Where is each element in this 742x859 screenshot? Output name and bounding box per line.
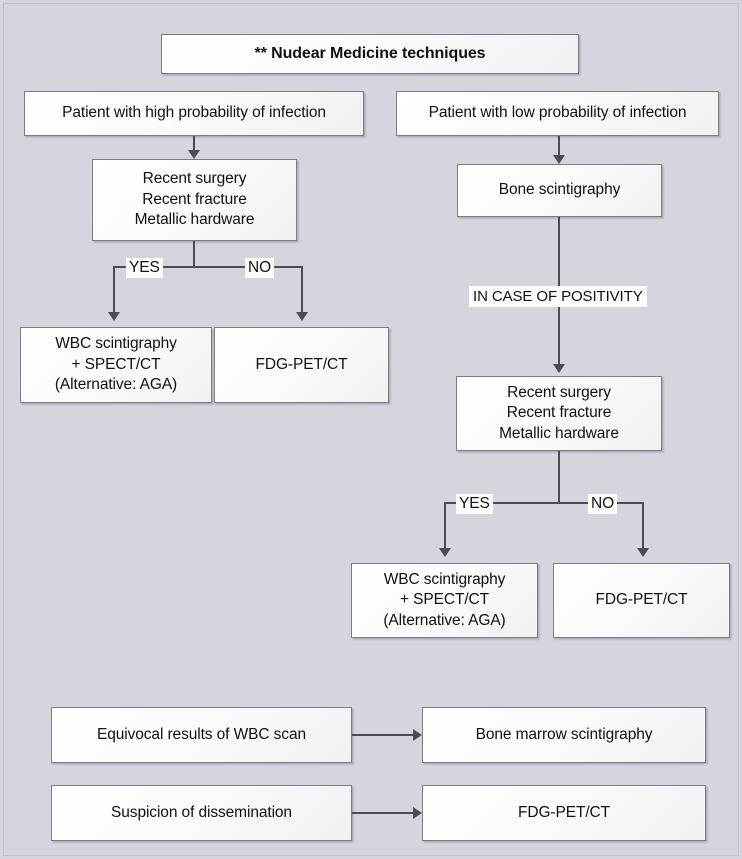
arrowhead-yes-right [439,548,451,557]
arrowhead-suspicion-to-fdg-pet-ct [413,807,422,819]
arrowhead-no-left [296,312,308,321]
edge-label-yes-right: YES [456,494,493,514]
connector-yes-right-leg [444,502,446,552]
connector-high-prob-to-risk [193,136,195,155]
node-title-nuclear-medicine-techniques: ** Nudear Medicine techniques [161,34,579,74]
connector-risk-right-stem [558,451,560,503]
node-equivocal-results-wbc-scan: Equivocal results of WBC scan [51,707,352,763]
arrowhead-no-right [637,548,649,557]
connector-risk-left-stem [193,241,195,267]
node-bone-marrow-scintigraphy: Bone marrow scintigraphy [422,707,706,763]
arrowhead-equivocal-to-bone-marrow [413,729,422,741]
connector-no-right-leg [642,502,644,552]
arrowhead-low-prob-to-bone-scintigraphy [553,155,565,164]
node-patient-high-probability: Patient with high probability of infecti… [24,91,364,136]
connector-risk-left-split [113,266,303,268]
node-suspicion-of-dissemination: Suspicion of dissemination [51,785,352,841]
connector-equivocal-to-bone-marrow [352,734,420,736]
connector-suspicion-to-fdg-pet-ct [352,812,420,814]
node-fdg-pet-ct-bottom: FDG-PET/CT [422,785,706,841]
arrowhead-yes-left [108,312,120,321]
connector-no-left-leg [301,266,303,316]
node-patient-low-probability: Patient with low probability of infectio… [396,91,719,136]
edge-label-no-left: NO [245,258,275,278]
connector-yes-left-leg [113,266,115,316]
edge-label-yes-left: YES [126,258,163,278]
edge-label-in-case-of-positivity: IN CASE OF POSITIVITY [469,286,647,307]
connector-low-prob-to-bone-scintigraphy [558,136,560,161]
arrowhead-high-prob-to-risk [188,150,200,159]
arrowhead-bone-scintigraphy-to-risk-right [553,364,565,373]
node-bone-scintigraphy: Bone scintigraphy [457,164,662,217]
connector-risk-right-split [444,502,644,504]
node-fdg-pet-ct-right: FDG-PET/CT [553,563,730,638]
node-wbc-scintigraphy-left: WBC scintigraphy + SPECT/CT (Alternative… [20,327,212,403]
node-risk-factors-left: Recent surgery Recent fracture Metallic … [92,159,297,241]
node-fdg-pet-ct-left: FDG-PET/CT [214,327,389,403]
edge-label-no-right: NO [588,494,618,514]
node-wbc-scintigraphy-right: WBC scintigraphy + SPECT/CT (Alternative… [351,563,538,638]
node-risk-factors-right: Recent surgery Recent fracture Metallic … [456,376,662,451]
